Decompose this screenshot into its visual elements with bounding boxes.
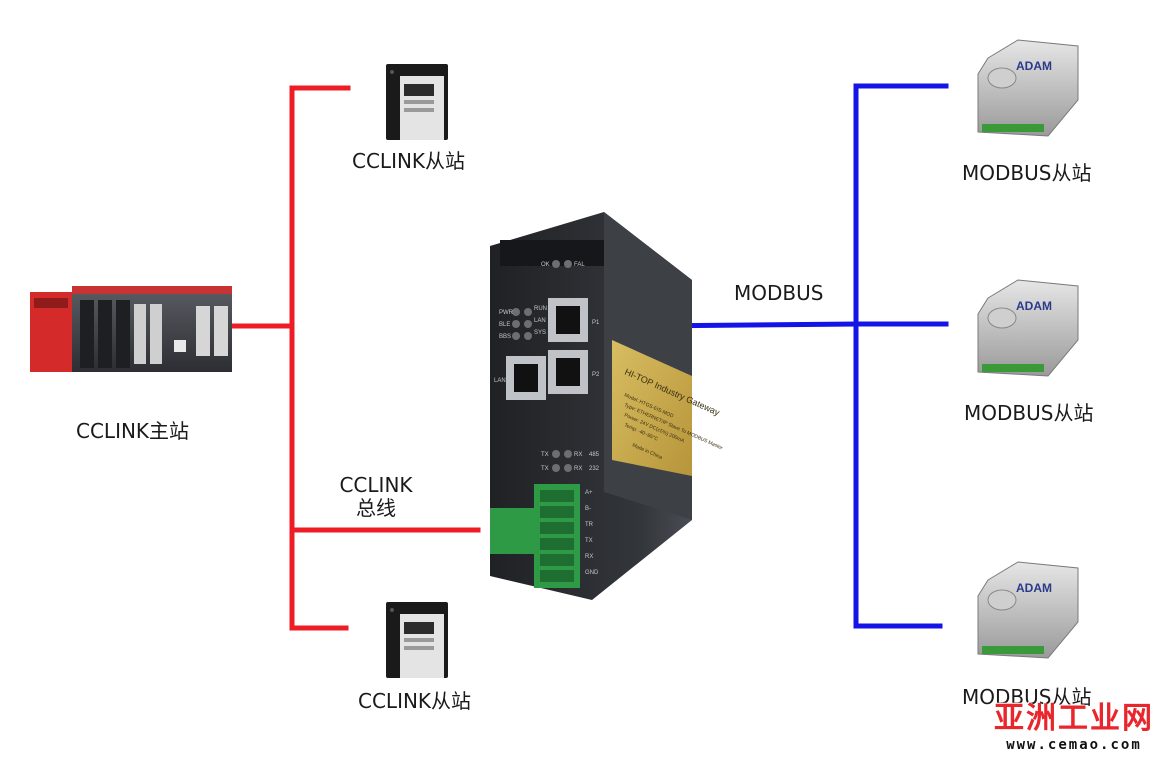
serial-label-rx-485: RX — [574, 452, 582, 458]
led-label-lan: LAN — [534, 318, 546, 324]
terminal-label-tx: TX — [585, 538, 593, 544]
terminal-label-tr: TR — [585, 522, 594, 528]
adam-brand-text: ADAM — [1016, 59, 1052, 73]
serial-label-232: 232 — [589, 466, 600, 472]
cclink-slave-device-top — [386, 64, 448, 140]
terminal-label-a: A+ — [585, 490, 593, 496]
adam-brand-text: ADAM — [1016, 581, 1052, 595]
modbus-slave-device-3: ADAM — [977, 561, 1079, 659]
led-label-fal: FAL — [574, 262, 585, 268]
adam-brand-text: ADAM — [1016, 299, 1052, 313]
terminal-label-b: B- — [585, 506, 591, 512]
plc-master-device — [30, 286, 232, 372]
ethernet-port-p1 — [548, 298, 588, 342]
serial-label-485: 485 — [589, 452, 600, 458]
cclink-bus-label: CCLINK 总线 — [336, 474, 416, 520]
cclink-bus-label-line-1: CCLINK — [339, 473, 413, 497]
port-label-lan: LAN — [494, 378, 506, 384]
serial-label-tx-232: TX — [541, 466, 549, 472]
port-label-p1: P1 — [592, 320, 600, 326]
cclink-slave-device-bottom — [386, 602, 448, 678]
terminal-label-rx: RX — [585, 554, 593, 560]
led-label-ok: OK — [541, 262, 550, 268]
watermark: 亚洲工业网 www.cemao.com — [994, 693, 1154, 753]
serial-label-tx-485: TX — [541, 452, 549, 458]
modbus-slave-device-1: ADAM — [977, 39, 1079, 137]
gateway-leds — [512, 260, 572, 472]
cclink-slave-label-top: CCLINK从站 — [352, 149, 466, 173]
led-label-bbs: BBS — [499, 334, 511, 340]
serial-label-rx-232: RX — [574, 466, 582, 472]
port-label-p2: P2 — [592, 372, 600, 378]
watermark-url: www.cemao.com — [1006, 737, 1142, 753]
cclink-bus-label-line-2: 总线 — [356, 496, 396, 520]
led-label-run: RUN — [534, 306, 547, 312]
cclink-master-label: CCLINK主站 — [76, 419, 190, 443]
led-label-ble: BLE — [499, 322, 510, 328]
modbus-slave-device-2: ADAM — [977, 279, 1079, 377]
terminal-label-gnd: GND — [585, 570, 599, 576]
modbus-slave-label-2: MODBUS从站 — [964, 401, 1094, 425]
gateway-device — [490, 212, 692, 600]
cclink-slave-label-bottom: CCLINK从站 — [358, 689, 472, 713]
gateway-print: OK FAL PWR BLE BBS RUN LAN SYS P1 P2 LAN… — [494, 262, 600, 576]
cclink-bus — [229, 85, 481, 631]
ethernet-port-lan — [506, 356, 546, 400]
modbus-slave-label-1: MODBUS从站 — [962, 161, 1092, 185]
led-label-pwr: PWR — [499, 310, 514, 316]
modbus-slave-label-3: MODBUS从站 — [962, 685, 1092, 709]
led-label-sys: SYS — [534, 330, 546, 336]
modbus-bus-label: MODBUS — [734, 281, 824, 305]
watermark-name: 亚洲工业网 — [994, 701, 1154, 736]
terminal-block — [490, 484, 580, 588]
ethernet-port-p2 — [548, 350, 588, 394]
